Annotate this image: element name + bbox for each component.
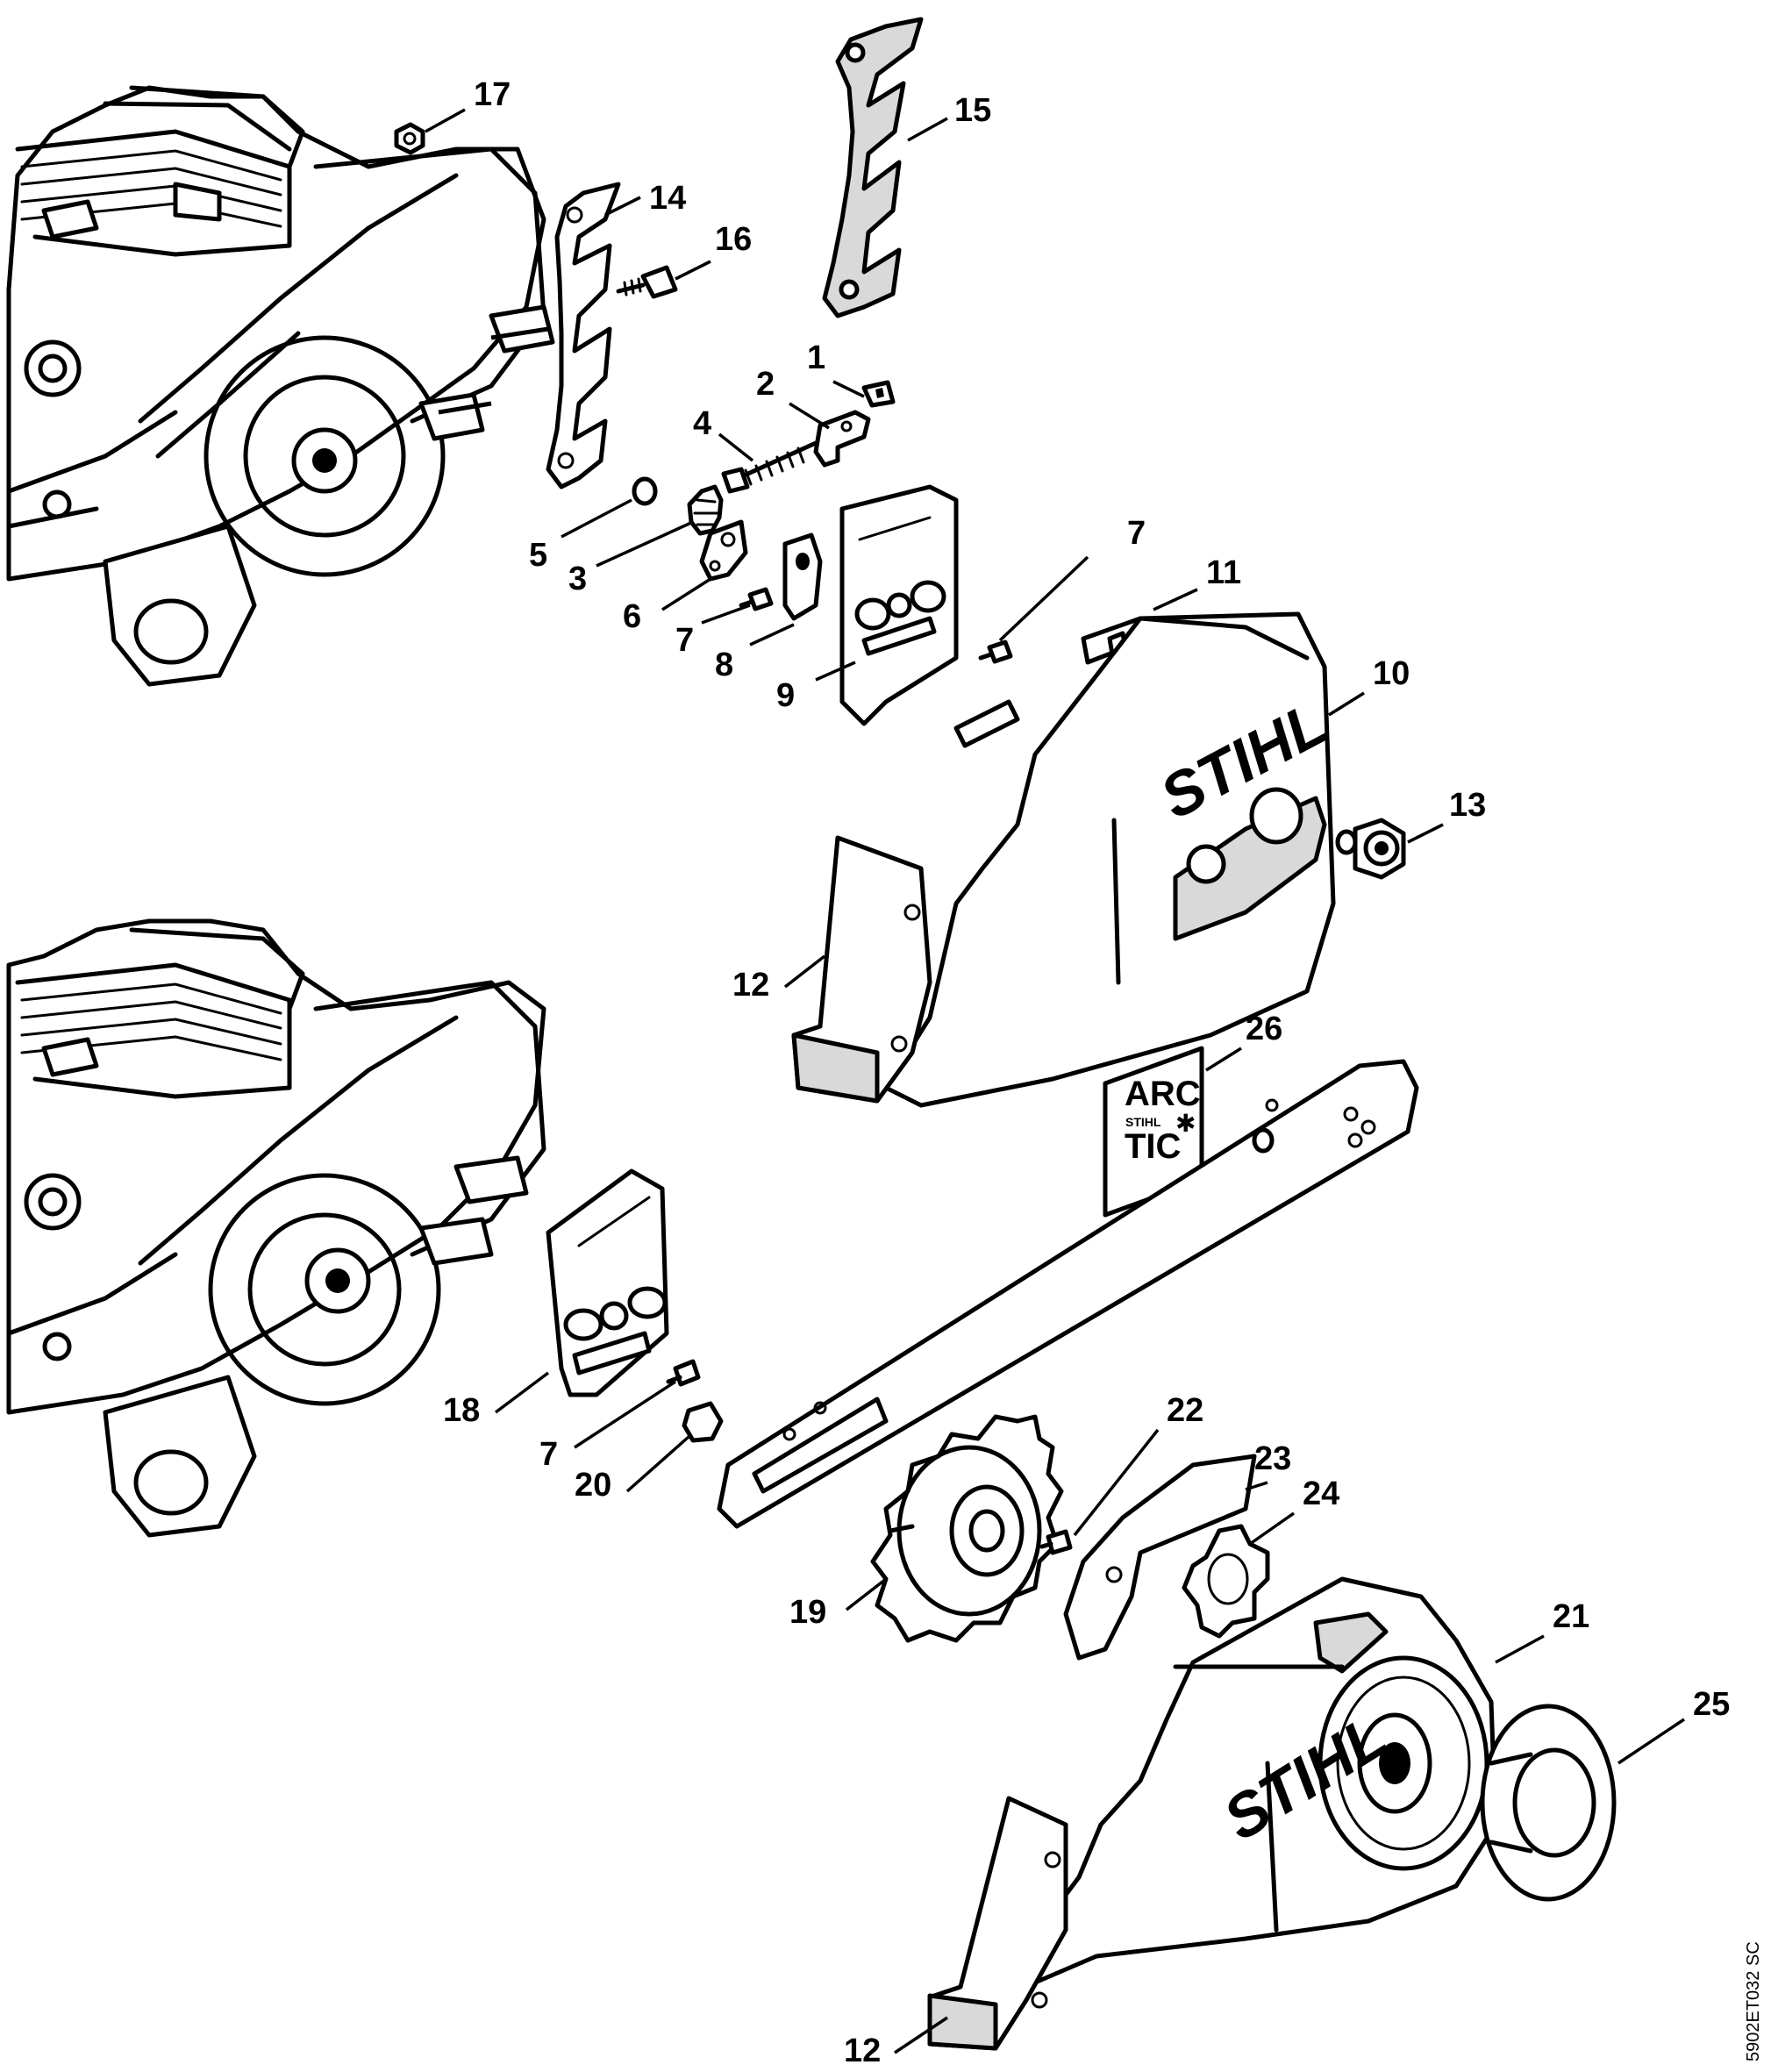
part-8-thrust-pad	[782, 532, 823, 621]
part-10-sprocket-cover	[883, 611, 1336, 1108]
callout-15: 15	[954, 92, 991, 129]
callout-25: 25	[1693, 1686, 1730, 1723]
callout-22: 22	[1167, 1392, 1203, 1429]
part-1-clip	[861, 380, 896, 408]
part-9-chain-guide-plate	[839, 484, 959, 726]
decal-line2: TIC	[1125, 1127, 1181, 1166]
callout-8: 8	[715, 647, 733, 683]
part-14-bumper-spike	[546, 182, 621, 489]
callout-23: 23	[1254, 1440, 1291, 1477]
callout-12a: 12	[732, 967, 769, 1004]
callout-26: 26	[1246, 1011, 1282, 1047]
callout-1: 1	[807, 339, 825, 376]
callout-21: 21	[1553, 1598, 1589, 1635]
part-12a-guard	[791, 835, 932, 1104]
part-13-collar-nut	[1335, 818, 1406, 880]
callout-19: 19	[789, 1594, 826, 1631]
callout-5: 5	[529, 537, 547, 574]
part-4-adjusting-screw	[721, 440, 818, 494]
callout-24: 24	[1303, 1475, 1339, 1512]
part-7c-screw	[666, 1359, 701, 1387]
callout-20: 20	[575, 1467, 611, 1504]
callout-12b: 12	[844, 2033, 881, 2069]
callout-7b: 7	[1127, 515, 1146, 552]
reference-code: 5902ET032 SC	[1744, 1941, 1763, 2061]
callout-7a: 7	[675, 622, 694, 659]
part-3-spur-gear	[687, 484, 724, 536]
part-21-sprocket-cover	[1032, 1576, 1498, 1985]
part-12b-guard	[927, 1796, 1068, 2051]
part-18-chain-guide-plate	[546, 1168, 669, 1397]
callout-labels: 17 15 14 16 1 2 4 5 3 6 7 8 9 7 11 10 13…	[443, 76, 1730, 2069]
snowflake-icon: ✱	[1175, 1110, 1196, 1137]
engine-lower	[6, 918, 546, 1538]
part-6-plate	[699, 519, 748, 582]
part-7b-screw	[978, 639, 1013, 664]
callout-11: 11	[1206, 554, 1241, 591]
callout-4: 4	[693, 405, 711, 442]
callout-18: 18	[443, 1392, 480, 1429]
callout-7c: 7	[539, 1436, 558, 1473]
part-15-bumper-spike	[822, 17, 924, 318]
guide-bar	[717, 1059, 1419, 1529]
decal-line1: ARC	[1125, 1075, 1201, 1113]
part-20-nut	[682, 1401, 724, 1443]
part-23-plate	[1063, 1454, 1257, 1661]
part-25-cap	[1480, 1704, 1617, 1902]
callout-17: 17	[474, 76, 511, 113]
callout-6: 6	[623, 598, 641, 635]
part-24-star-knob	[1182, 1524, 1270, 1639]
callout-14: 14	[649, 180, 686, 217]
part-2-tensioner-slide	[813, 410, 871, 468]
callout-2: 2	[756, 366, 775, 403]
callout-3: 3	[568, 561, 587, 597]
callout-10: 10	[1373, 655, 1410, 692]
leader-lines	[425, 108, 1685, 2054]
part-5-washer	[632, 476, 658, 506]
callout-16: 16	[715, 221, 752, 258]
decal-small: STIHL	[1125, 1115, 1161, 1129]
part-19-sprocket-wheel	[870, 1414, 1064, 1643]
part-16-screw	[616, 265, 678, 299]
part-7a-screw	[739, 587, 774, 611]
engine-upper	[6, 85, 555, 687]
callout-13: 13	[1449, 787, 1486, 824]
part-17-nut	[394, 122, 425, 155]
part-22-screw	[1039, 1529, 1073, 1555]
callout-9: 9	[776, 677, 795, 714]
